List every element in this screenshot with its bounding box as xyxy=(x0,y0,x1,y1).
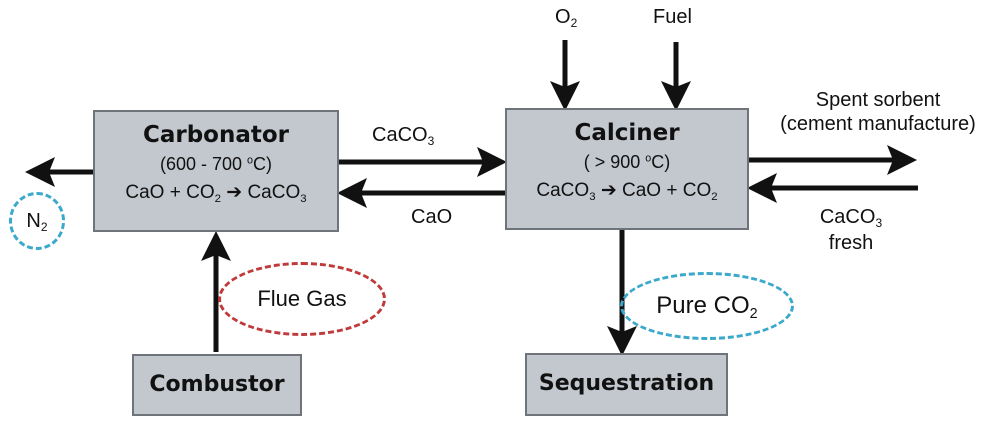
sequestration-box: Sequestration xyxy=(525,353,728,416)
reaction-arrow-icon: ➔ xyxy=(226,182,243,203)
fuel-label: Fuel xyxy=(653,6,692,28)
calciner-reaction: CaCO3 ➔ CaO + CO2 xyxy=(536,180,718,203)
carbonator-temperature: (600 - 700 oC) xyxy=(159,154,273,174)
flue-gas-label: Flue Gas xyxy=(257,286,347,311)
carbonator-title: Carbonator xyxy=(142,122,290,148)
spent-sorbent-label: Spent sorbent (cement manufacture) xyxy=(780,89,976,135)
n2-label: N2 xyxy=(26,209,48,234)
n2-ellipse: N2 xyxy=(9,192,65,250)
sequestration-title: Sequestration xyxy=(538,371,715,396)
combustor-box: Combustor xyxy=(132,354,302,416)
cao-flow-label: CaO xyxy=(411,206,453,228)
carbonator-reaction: CaO + CO2 ➔ CaCO3 xyxy=(125,182,307,205)
reaction-arrow-icon: ➔ xyxy=(600,180,617,201)
pure-co2-ellipse: Pure CO2 xyxy=(620,272,794,340)
o2-label: O2 xyxy=(555,6,578,31)
fresh-caco3-label: CaCO3 fresh xyxy=(819,206,883,254)
carbonator-box: Carbonator (600 - 700 oC) CaO + CO2 ➔ Ca… xyxy=(93,110,339,232)
pure-co2-label: Pure CO2 xyxy=(656,292,758,323)
caco3-flow-label: CaCO3 xyxy=(372,124,435,149)
flue-gas-ellipse: Flue Gas xyxy=(218,262,386,336)
calciner-temperature: ( > 900 oC) xyxy=(583,152,671,172)
calciner-box: Calciner ( > 900 oC) CaCO3 ➔ CaO + CO2 xyxy=(505,108,749,230)
combustor-title: Combustor xyxy=(149,372,285,397)
calciner-title: Calciner xyxy=(574,120,680,146)
